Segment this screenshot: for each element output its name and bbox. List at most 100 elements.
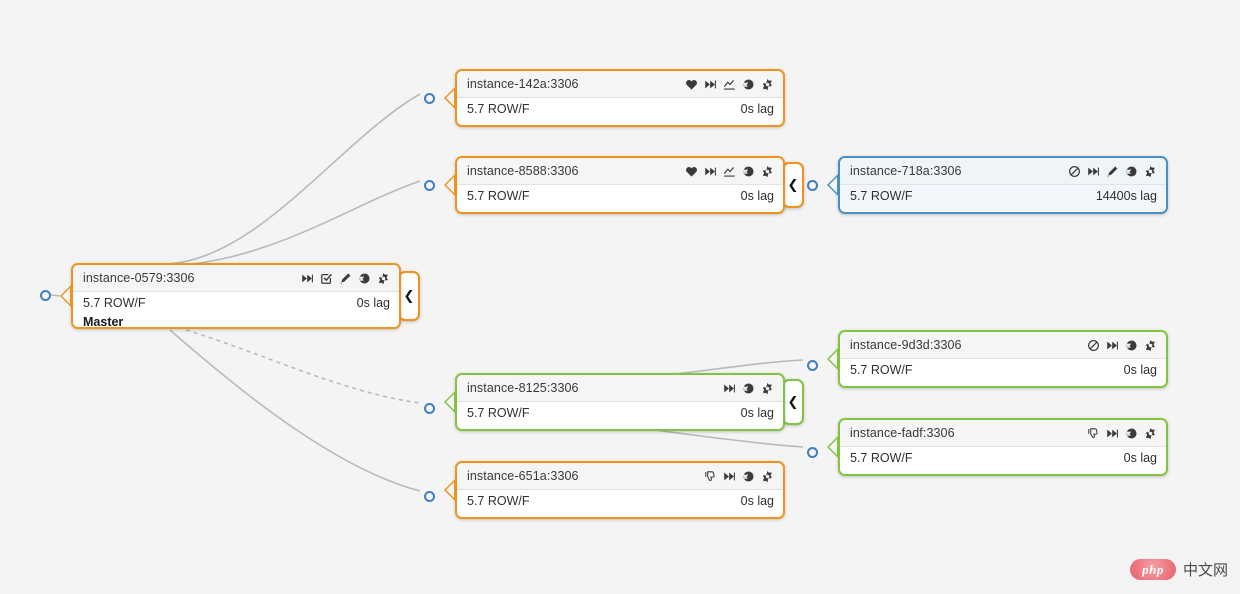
inbound-arrow-instance-9d3d <box>827 348 838 370</box>
globe-icon[interactable] <box>742 470 755 483</box>
heart-icon[interactable] <box>685 78 698 91</box>
node-icon-group <box>1068 165 1157 178</box>
globe-icon[interactable] <box>1125 165 1138 178</box>
node-header-instance-8588: instance-8588:3306 <box>457 158 783 185</box>
node-role-badge: Master <box>83 315 124 329</box>
node-header-instance-651a: instance-651a:3306 <box>457 463 783 490</box>
globe-icon[interactable] <box>742 382 755 395</box>
gear-icon[interactable] <box>1144 427 1157 440</box>
gear-icon[interactable] <box>761 382 774 395</box>
edge-master-to-instance-651a <box>169 329 421 492</box>
node-icon-group <box>723 382 774 395</box>
collapse-handle-instance-8125[interactable]: ❮ <box>782 379 804 425</box>
node-title: instance-718a:3306 <box>850 164 962 178</box>
connector-dot-instance-8588[interactable] <box>424 180 435 191</box>
chevron-left-icon: ❮ <box>403 288 415 304</box>
gear-icon[interactable] <box>761 165 774 178</box>
gear-icon[interactable] <box>1144 339 1157 352</box>
connector-dot-instance-651a[interactable] <box>424 491 435 502</box>
node-lag: 0s lag <box>356 296 390 310</box>
node-version: 5.7 ROW/F <box>467 406 530 420</box>
node-icon-group <box>1087 427 1157 440</box>
fast-forward-icon[interactable] <box>704 165 717 178</box>
pencil-icon[interactable] <box>339 272 352 285</box>
node-icon-group <box>685 165 774 178</box>
inbound-arrow-instance-651a <box>444 479 455 501</box>
collapse-handle-instance-8588[interactable]: ❮ <box>782 162 804 208</box>
watermark: php 中文网 <box>1125 557 1232 582</box>
connector-dot-instance-142a[interactable] <box>424 93 435 104</box>
ban-icon[interactable] <box>1068 165 1081 178</box>
chart-icon[interactable] <box>723 165 736 178</box>
edge-root-to-master <box>50 294 61 297</box>
connector-dot-instance-718a[interactable] <box>807 180 818 191</box>
node-header-instance-718a: instance-718a:3306 <box>840 158 1166 185</box>
node-version: 5.7 ROW/F <box>467 102 530 116</box>
fast-forward-icon[interactable] <box>1087 165 1100 178</box>
root-connector-dot[interactable] <box>40 290 51 301</box>
globe-icon[interactable] <box>742 165 755 178</box>
inbound-arrow-instance-718a <box>827 174 838 196</box>
node-instance-8125[interactable]: instance-8125:3306 5.7 ROW/F 0s lag <box>455 373 785 431</box>
node-title: instance-8125:3306 <box>467 381 579 395</box>
pencil-icon[interactable] <box>1106 165 1119 178</box>
fast-forward-icon[interactable] <box>301 272 314 285</box>
chart-icon[interactable] <box>723 78 736 91</box>
globe-icon[interactable] <box>742 78 755 91</box>
globe-icon[interactable] <box>1125 339 1138 352</box>
inbound-arrow-instance-fadf <box>827 436 838 458</box>
collapse-handle-master[interactable]: ❮ <box>398 271 420 321</box>
gear-icon[interactable] <box>377 272 390 285</box>
fast-forward-icon[interactable] <box>723 382 736 395</box>
node-title: instance-9d3d:3306 <box>850 338 962 352</box>
node-lag: 0s lag <box>740 406 774 420</box>
ban-icon[interactable] <box>1087 339 1100 352</box>
globe-icon[interactable] <box>1125 427 1138 440</box>
fast-forward-icon[interactable] <box>704 78 717 91</box>
gear-icon[interactable] <box>761 470 774 483</box>
fast-forward-icon[interactable] <box>723 470 736 483</box>
gear-icon[interactable] <box>761 78 774 91</box>
node-version: 5.7 ROW/F <box>850 189 913 203</box>
node-icon-group <box>301 272 390 285</box>
edge-master-to-instance-8125 <box>185 329 421 404</box>
thumbs-down-icon[interactable] <box>704 470 717 483</box>
node-version: 5.7 ROW/F <box>850 451 913 465</box>
connector-dot-instance-8125[interactable] <box>424 403 435 414</box>
heart-icon[interactable] <box>685 165 698 178</box>
node-title: instance-8588:3306 <box>467 164 579 178</box>
inbound-arrow-instance-142a <box>444 87 455 109</box>
watermark-text: 中文网 <box>1182 561 1228 579</box>
watermark-badge: php <box>1129 559 1176 580</box>
globe-icon[interactable] <box>358 272 371 285</box>
edge-master-to-instance-142a <box>167 93 421 265</box>
node-title: instance-651a:3306 <box>467 469 579 483</box>
fast-forward-icon[interactable] <box>1106 339 1119 352</box>
node-header-instance-9d3d: instance-9d3d:3306 <box>840 332 1166 359</box>
node-header-instance-8125: instance-8125:3306 <box>457 375 783 402</box>
inbound-arrow-instance-8125 <box>444 391 455 413</box>
node-title: instance-fadf:3306 <box>850 426 955 440</box>
check-square-icon[interactable] <box>320 272 333 285</box>
connector-dot-instance-fadf[interactable] <box>807 447 818 458</box>
connector-dot-instance-9d3d[interactable] <box>807 360 818 371</box>
node-header-instance-fadf: instance-fadf:3306 <box>840 420 1166 447</box>
node-version: 5.7 ROW/F <box>467 494 530 508</box>
fast-forward-icon[interactable] <box>1106 427 1119 440</box>
gear-icon[interactable] <box>1144 165 1157 178</box>
thumbs-down-icon[interactable] <box>1087 427 1100 440</box>
node-header-instance-142a: instance-142a:3306 <box>457 71 783 98</box>
node-icon-group <box>1087 339 1157 352</box>
node-version: 5.7 ROW/F <box>83 296 146 310</box>
